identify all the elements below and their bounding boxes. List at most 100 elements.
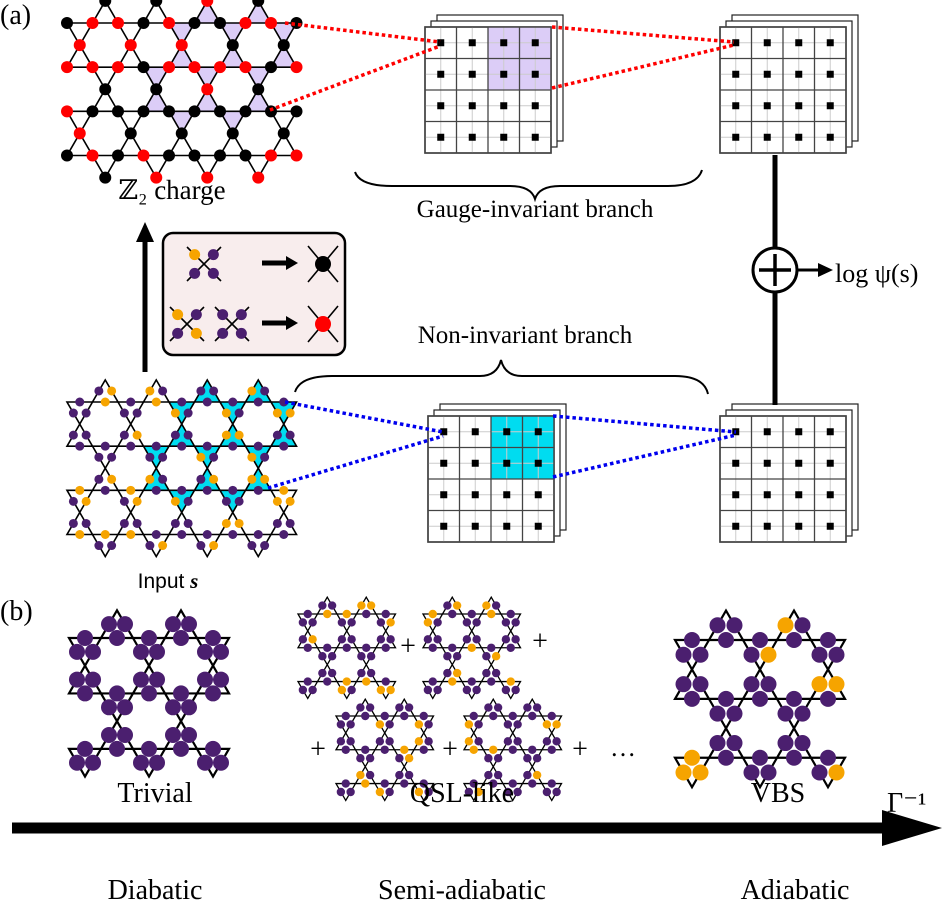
spin-down-dot <box>346 737 355 746</box>
lattice-triangle <box>142 87 171 113</box>
spin-down-dot <box>337 635 347 644</box>
spin-down-dot <box>503 720 513 729</box>
feature-unit <box>732 102 740 110</box>
spin-down-dot <box>786 632 802 648</box>
feature-unit <box>500 133 508 141</box>
feature-unit <box>534 522 542 530</box>
spin-up-dot <box>132 496 142 506</box>
noninv-conv-layer-2 <box>719 403 859 543</box>
feature-unit <box>437 102 445 110</box>
z2-charge-label: ℤ₂ charge <box>118 175 225 205</box>
lattice-triangle <box>167 131 196 157</box>
spin-up-dot <box>452 601 462 610</box>
spin-down-dot <box>303 643 312 652</box>
spin-down-dot <box>303 609 312 619</box>
feature-map-border <box>427 415 555 543</box>
spin-down-dot <box>69 643 85 660</box>
lattice-triangle <box>142 66 171 91</box>
spin-down-dot <box>501 635 511 644</box>
lattice-triangle <box>91 87 120 113</box>
feature-unit <box>826 428 834 436</box>
state-label-qsl: QSL-like <box>410 778 514 809</box>
lattice-triangle <box>65 43 94 68</box>
lattice-triangle <box>91 0 120 24</box>
receptive-field-link <box>552 414 737 434</box>
spin-down-dot <box>213 671 229 688</box>
charge-site-odd <box>252 171 265 184</box>
lattice-triangle <box>193 0 222 24</box>
charge-site-even <box>99 171 112 184</box>
feature-unit <box>471 491 479 499</box>
charge-site-even <box>137 61 150 74</box>
spin-down-dot <box>513 720 522 729</box>
spin-down-dot <box>119 408 129 418</box>
spin-down-dot <box>423 635 433 644</box>
spin-down-dot <box>532 703 542 712</box>
spin-down-dot <box>336 720 346 729</box>
ellipsis: … <box>610 733 636 762</box>
feature-unit <box>826 39 834 47</box>
spin-down-dot <box>126 441 136 451</box>
spin-down-dot <box>523 754 532 763</box>
spin-down-dot <box>342 643 351 652</box>
spin-up-dot <box>75 485 85 495</box>
spin-up-dot <box>126 485 136 495</box>
spin-up-dot <box>760 646 777 663</box>
spin-down-dot <box>298 618 308 627</box>
feature-unit <box>471 522 479 530</box>
charge-site-even <box>239 149 252 162</box>
spin-down-dot <box>217 309 229 321</box>
spin-down-dot <box>385 737 394 746</box>
feature-unit <box>500 102 508 110</box>
feature-maps <box>267 14 859 543</box>
lattice-triangle <box>244 0 273 24</box>
feature-unit <box>795 428 803 436</box>
spin-up-dot <box>221 518 231 528</box>
spin-down-dot <box>247 541 257 551</box>
highlighted-plaquette <box>271 424 297 447</box>
spin-up-dot <box>361 779 370 788</box>
spin-down-dot <box>743 764 760 781</box>
highlighted-plaquette <box>271 23 297 46</box>
spin-down-dot <box>85 643 101 660</box>
spin-up-dot <box>414 737 424 746</box>
spin-up-dot <box>491 652 501 661</box>
spin-down-dot <box>362 643 371 652</box>
gamma-inverse-axis-arrow <box>12 810 942 846</box>
spin-down-dot <box>189 267 201 279</box>
gauge-conv-layer-1 <box>424 14 564 154</box>
spin-down-dot <box>318 668 327 678</box>
highlighted-plaquette <box>271 402 297 425</box>
highlighted-plaquette <box>194 446 220 469</box>
spin-down-dot <box>75 441 85 451</box>
spin-down-dot <box>542 787 552 797</box>
spin-down-dot <box>197 754 213 771</box>
spin-down-dot <box>472 685 481 695</box>
highlighted-plaquette <box>194 379 220 402</box>
spin-up-dot <box>145 386 155 396</box>
spin-down-dot <box>165 699 181 716</box>
feature-unit <box>437 133 445 141</box>
input-spin-lattice <box>65 378 298 559</box>
spin-down-dot <box>552 787 561 797</box>
highlighted-plaquette <box>143 89 169 112</box>
input-label: Input s <box>138 569 199 593</box>
charge-site-even <box>277 39 290 52</box>
spin-down-dot <box>380 711 389 721</box>
spin-down-dot <box>253 397 263 407</box>
spin-down-dot <box>68 408 78 418</box>
spin-down-dot <box>346 787 355 797</box>
spin-down-dot <box>177 485 187 495</box>
spin-down-dot <box>469 711 478 721</box>
spin-down-dot <box>205 685 221 702</box>
spin-down-dot <box>228 397 238 407</box>
spin-up-dot <box>196 452 206 462</box>
spin-down-dot <box>68 518 78 528</box>
highlighted-plaquette <box>245 379 271 402</box>
charge-site-odd <box>188 61 201 74</box>
spin-down-dot <box>341 711 350 721</box>
spin-down-dot <box>228 441 238 451</box>
spin-up-dot <box>376 685 386 695</box>
feature-unit <box>471 459 479 467</box>
charge-site-even <box>124 127 137 140</box>
